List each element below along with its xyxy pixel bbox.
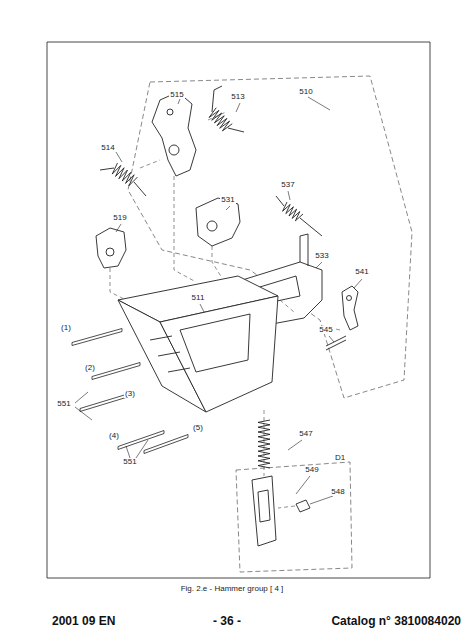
callout-number: 515: [169, 91, 184, 99]
callout-number: 537: [280, 181, 295, 189]
part-531-hole: [207, 221, 217, 231]
callout-number: 514: [100, 144, 115, 152]
spring-513: [209, 108, 232, 131]
springs: [100, 86, 322, 468]
subgroup-boundary: [236, 462, 352, 572]
hammer-pivot: [169, 145, 179, 155]
callout-number: 531: [220, 196, 235, 204]
callout-number: 541: [354, 268, 369, 276]
callout-number: 548: [330, 488, 345, 496]
spring-514: [112, 163, 137, 186]
leader-lines: [75, 97, 362, 504]
footer-text: - 36 -: [212, 615, 242, 627]
plate-533-tab: [300, 234, 308, 266]
pin-545: [326, 336, 346, 350]
part-519: [96, 228, 126, 268]
part-519-hole: [106, 248, 114, 256]
pin: [92, 363, 140, 380]
callout-number: 551: [56, 400, 71, 408]
pin: [144, 435, 188, 454]
pin: [72, 329, 122, 346]
assembly-lines: [110, 112, 340, 508]
callout-number: 549: [304, 466, 319, 474]
callout-number: 510: [298, 88, 313, 96]
callout-number: (5): [192, 424, 204, 432]
callout-number: 547: [298, 430, 313, 438]
callout-number: (3): [124, 390, 136, 398]
footer-text: Catalog n° 3810084020: [330, 615, 462, 627]
plunger-slot: [258, 490, 270, 522]
pins-551: [72, 329, 188, 454]
callout-number: D1: [334, 454, 346, 462]
callout-number: (2): [84, 364, 96, 372]
figure-caption: Fig. 2.e - Hammer group [ 4 ]: [180, 585, 285, 593]
spring-537: [283, 202, 303, 221]
callout-number: 533: [314, 252, 329, 260]
callout-number: 551: [122, 458, 137, 466]
pin-548: [296, 500, 310, 512]
hammer-hole: [167, 109, 173, 115]
callout-number: (4): [108, 432, 120, 440]
housing-front: [160, 296, 278, 412]
lever-541: [342, 286, 358, 330]
footer-text: 2001 09 EN: [51, 615, 116, 627]
callout-number: 519: [112, 214, 127, 222]
spring-514-leg: [100, 168, 146, 196]
callout-number: 545: [318, 326, 333, 334]
frame: [47, 42, 430, 578]
housing-opening: [180, 314, 250, 372]
spring-537-leg: [276, 196, 322, 236]
plunger-549: [252, 476, 276, 546]
part-531: [196, 198, 240, 246]
callout-number: 511: [191, 294, 206, 302]
hammer: [152, 92, 196, 176]
callout-number: (1): [60, 324, 72, 332]
pin: [80, 395, 126, 412]
callout-number: 513: [230, 93, 245, 101]
lever-541-hole: [347, 296, 352, 301]
housing-slots: [150, 336, 190, 372]
